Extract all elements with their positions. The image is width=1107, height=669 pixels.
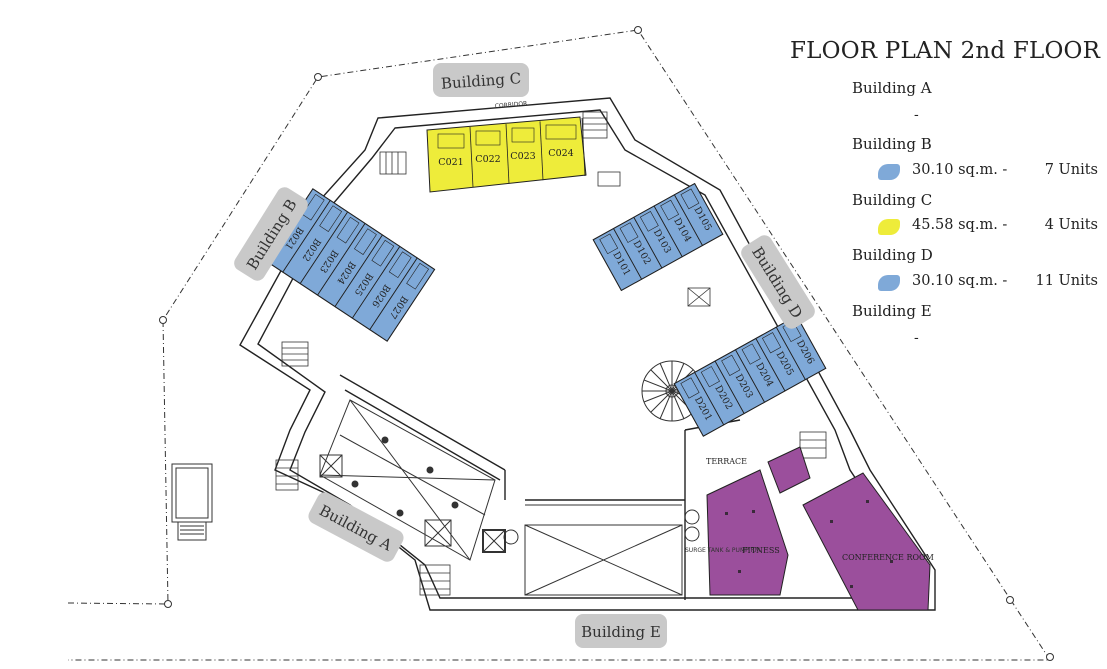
building-a-hall — [319, 399, 506, 561]
building-c-unit-label: C022 — [475, 154, 500, 165]
building-c-unit-divider — [581, 117, 586, 177]
building-c-bathroom — [475, 130, 501, 146]
legend-building-e: Building E — [852, 302, 932, 320]
legend-building-c: Building C — [852, 191, 933, 209]
building-d1-bathroom — [680, 188, 700, 210]
terrace-label: TERRACE — [706, 457, 747, 466]
legend-units-c: 4 Units — [1044, 217, 1098, 233]
building-b-bathroom — [319, 205, 343, 232]
building-b-unit — [369, 257, 436, 342]
building-c-bathroom — [545, 124, 577, 140]
stairs — [275, 111, 827, 596]
legend: FLOOR PLAN 2nd FLOOR Building A - Buildi… — [790, 38, 1102, 346]
building-c-unit-label: C024 — [548, 148, 573, 159]
building-d2-bathroom — [680, 377, 700, 399]
building-e-label: Building E — [581, 623, 661, 641]
building-b-bathroom — [336, 216, 360, 244]
legend-building-b: Building B — [852, 135, 932, 153]
building-c-unit-label: C021 — [438, 157, 463, 168]
legend-building-a: Building A — [852, 79, 932, 97]
building-c-units: C021 C022 C023 C024 — [437, 117, 586, 188]
legend-area-d: 30.10 sq.m. - — [912, 273, 1008, 289]
building-c-unit-divider — [539, 121, 544, 181]
legend-units-b: 7 Units — [1044, 162, 1098, 178]
legend-row-c: 45.58 sq.m. - 4 Units — [878, 217, 1098, 237]
boundary-markers — [159, 26, 1054, 661]
building-c-block: C021 C022 C023 C024 — [426, 116, 587, 193]
building-b-bathroom — [301, 193, 325, 221]
legend-swatch-c — [878, 219, 900, 235]
legend-building-d: Building D — [852, 246, 933, 264]
legend-swatch-b — [878, 164, 900, 180]
detached-structure — [171, 463, 213, 541]
building-b-bathroom — [388, 251, 412, 279]
building-e-pill: Building E — [575, 614, 667, 648]
building-d2-bathroom — [721, 354, 741, 376]
fitness-label: FITNESS — [742, 546, 780, 555]
building-d2-bathroom — [741, 343, 761, 365]
building-d2-bathroom — [762, 332, 782, 354]
building-d1-bathroom — [639, 211, 659, 232]
building-b-bathroom — [371, 239, 395, 267]
building-a-pill: Building A — [308, 492, 404, 562]
legend-units-d: 11 Units — [1035, 273, 1098, 289]
legend-area-b: 30.10 sq.m. - — [912, 162, 1008, 178]
building-d-pill: Building D — [741, 235, 815, 329]
legend-swatch-d — [878, 275, 900, 291]
facilities — [706, 446, 931, 611]
fitness-annex — [767, 446, 811, 494]
building-c-unit-label: C023 — [510, 151, 535, 162]
legend-building-a-dash: - — [914, 107, 919, 123]
legend-row-d: 30.10 sq.m. - 11 Units — [878, 273, 1098, 293]
building-d1-bathroom — [599, 233, 619, 255]
surge-tank-label: SURGE TANK & PUMP RM. — [685, 547, 762, 554]
page-title: FLOOR PLAN 2nd FLOOR — [790, 38, 1101, 64]
building-d1-unit — [673, 182, 724, 247]
legend-building-e-dash: - — [914, 330, 919, 346]
building-c-unit-divider — [505, 124, 510, 184]
building-b-bathroom — [354, 228, 377, 256]
building-c-unit-divider — [469, 126, 474, 188]
corridor-label-c: CORRIDOR — [495, 100, 528, 110]
building-b-bathroom — [406, 262, 430, 290]
legend-area-c: 45.58 sq.m. - — [912, 217, 1008, 233]
building-e-hall — [503, 504, 700, 596]
building-c-bathroom — [437, 133, 465, 149]
building-d1-bathroom — [660, 199, 680, 221]
conference-label: CONFERENCE ROOM — [842, 553, 934, 562]
building-c-label: Building C — [440, 69, 521, 93]
fitness-room — [706, 469, 789, 596]
legend-row-b: 30.10 sq.m. - 7 Units — [878, 162, 1098, 182]
building-c-bathroom — [511, 127, 535, 143]
building-c-pill: Building C — [433, 63, 529, 97]
building-d1-bathroom — [619, 222, 639, 243]
conference-room — [802, 472, 931, 611]
building-d2-bathroom — [700, 366, 720, 388]
